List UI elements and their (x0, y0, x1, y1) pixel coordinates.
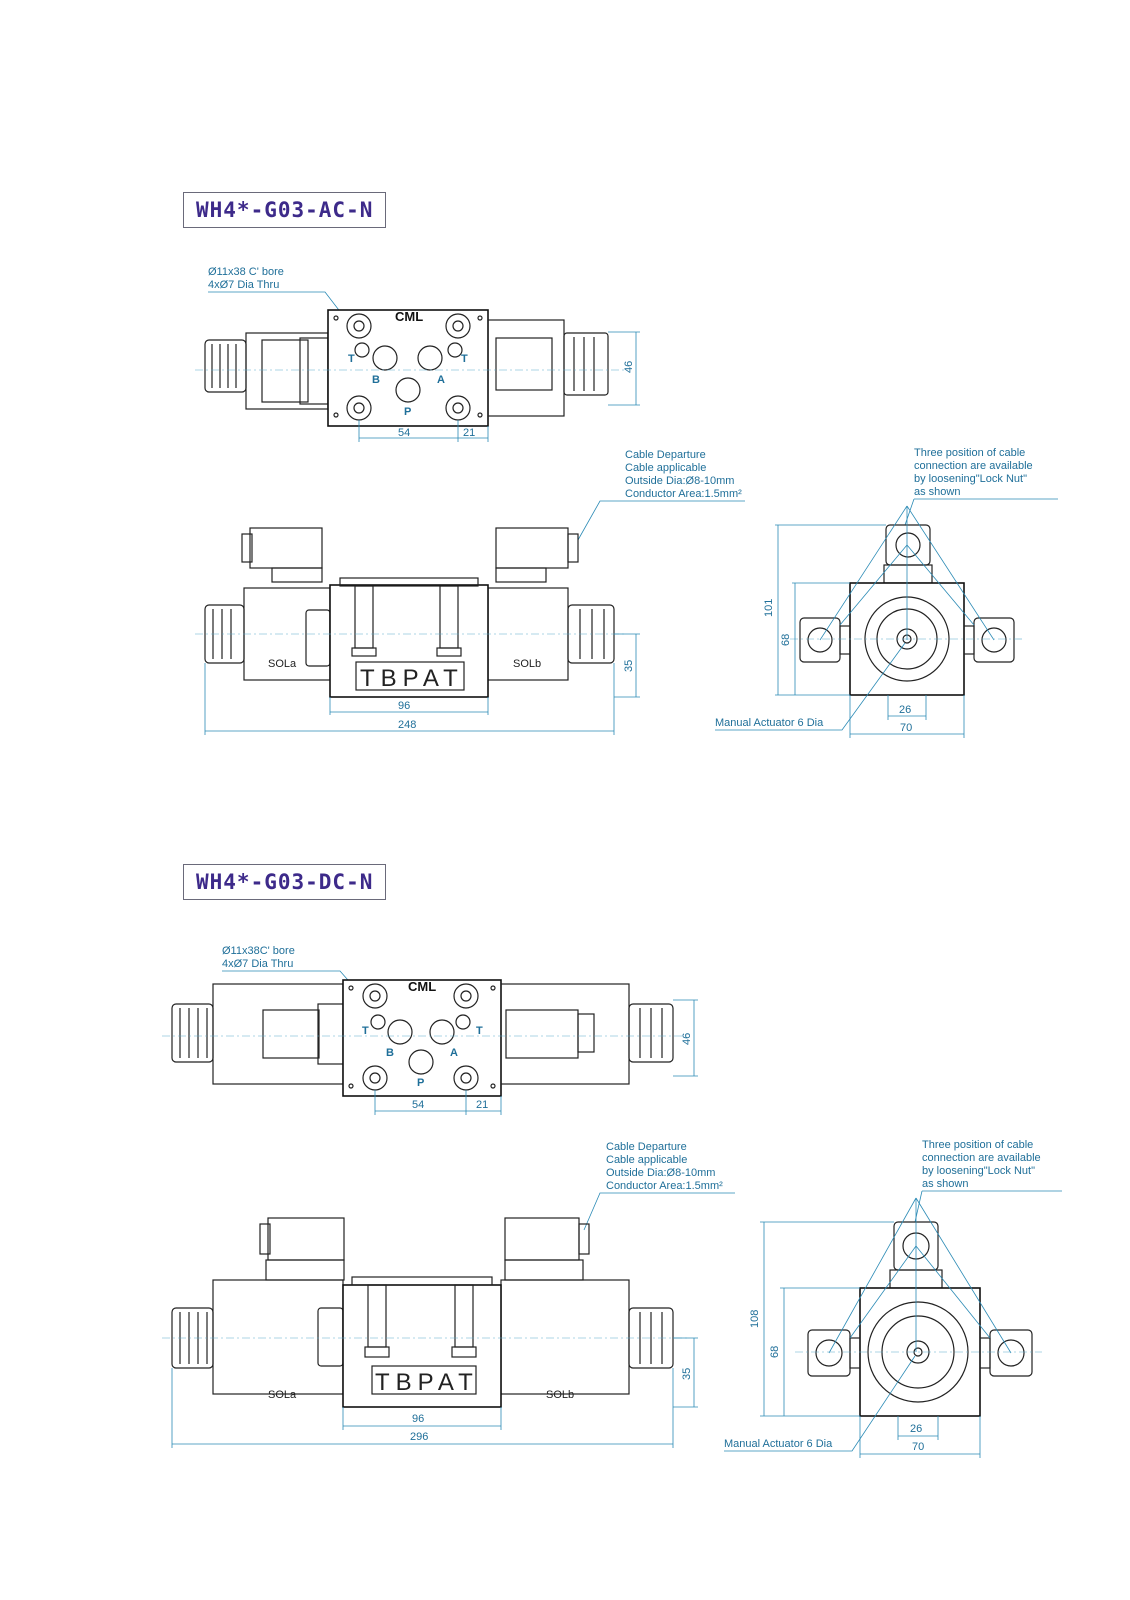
s2-port-p: P (417, 1077, 424, 1089)
s2-dim-46: 46 (681, 1033, 693, 1045)
s1-front-connector-left (249, 527, 323, 569)
s1-sol-b: SOLb (513, 658, 541, 670)
s1-dim-68: 68 (780, 634, 792, 646)
s2-cable-note-2: Cable applicable (606, 1154, 687, 1166)
s2-top-left-coil (212, 983, 344, 1085)
s1-body-letters: TBPAT (360, 665, 464, 692)
s2-cable-note-3: Outside Dia:Ø8-10mm (606, 1167, 715, 1179)
s2-lock-note-1: Three position of cable (922, 1139, 1033, 1151)
s2-bore-note-1: Ø11x38C' bore (222, 945, 295, 957)
section-1-title-box: WH4*-G03-AC-N (183, 192, 387, 228)
s1-port-b: B (372, 374, 380, 386)
s2-top-view: Ø11x38C' bore 4xØ7 Dia Thru CML T T B A … (162, 945, 698, 1115)
s1-lock-note-4: as shown (914, 486, 960, 498)
s2-port-t-left: T (362, 1025, 369, 1037)
s1-port-t-left: T (348, 353, 355, 365)
s2-top-valve-body (342, 979, 502, 1097)
s1-cable-note-4: Conductor Area:1.5mm² (625, 488, 742, 500)
s1-bore-note-1: Ø11x38 C' bore (208, 266, 284, 278)
s1-dim-248: 248 (398, 719, 416, 731)
s2-dim-54: 54 (412, 1099, 424, 1111)
s1-port-a: A (437, 374, 445, 386)
s1-lock-note-3: by loosening"Lock Nut" (914, 473, 1027, 485)
s1-port-p: P (404, 406, 411, 418)
s2-port-t-right: T (476, 1025, 483, 1037)
s2-dim-296: 296 (410, 1431, 428, 1443)
s2-dim-21: 21 (476, 1099, 488, 1111)
s2-sol-a: SOLa (268, 1389, 297, 1401)
s1-dim-96: 96 (398, 700, 410, 712)
s2-front-connector-left (267, 1217, 345, 1261)
s2-cable-note-4: Conductor Area:1.5mm² (606, 1180, 723, 1192)
s2-dim-26: 26 (910, 1423, 922, 1435)
s2-dim-70: 70 (912, 1441, 924, 1453)
s1-dim-101: 101 (763, 599, 775, 617)
s1-cable-note-1: Cable Departure (625, 449, 706, 461)
s2-top-logo: CML (408, 979, 436, 994)
s2-dim-96: 96 (412, 1413, 424, 1425)
s2-sol-b: SOLb (546, 1389, 574, 1401)
s1-top-logo: CML (395, 309, 423, 324)
s1-cable-note-3: Outside Dia:Ø8-10mm (625, 475, 734, 487)
s1-side-view: Three position of cable connection are a… (715, 447, 1058, 738)
s2-front-valve-body (342, 1284, 502, 1408)
s1-lock-note-2: connection are available (914, 460, 1033, 472)
s1-top-left-coil (245, 332, 329, 410)
s2-bore-note-2: 4xØ7 Dia Thru (222, 958, 293, 970)
s1-sol-a: SOLa (268, 658, 297, 670)
s1-cable-note-2: Cable applicable (625, 462, 706, 474)
s1-front-view: Cable Departure Cable applicable Outside… (195, 449, 745, 735)
s1-dim-70: 70 (900, 722, 912, 734)
s2-lock-note-2: connection are available (922, 1152, 1041, 1164)
s2-top-right-coil (500, 983, 630, 1085)
s2-front-coil-left (212, 1279, 344, 1395)
s2-cable-note-1: Cable Departure (606, 1141, 687, 1153)
s2-dim-35: 35 (681, 1368, 693, 1380)
s2-manual-actuator: Manual Actuator 6 Dia (724, 1438, 833, 1450)
s2-port-b: B (386, 1047, 394, 1059)
section-2-title: WH4*-G03-DC-N (196, 870, 374, 894)
s1-dim-35: 35 (623, 660, 635, 672)
s1-bore-note-2: 4xØ7 Dia Thru (208, 279, 279, 291)
s1-dim-26: 26 (899, 704, 911, 716)
s2-front-coil-right (500, 1279, 630, 1395)
s2-front-view: Cable Departure Cable applicable Outside… (162, 1141, 735, 1448)
s2-dim-68: 68 (769, 1346, 781, 1358)
s1-top-view: Ø11x38 C' bore 4xØ7 Dia Thru CML T T B A… (195, 266, 640, 442)
s1-lock-note-1: Three position of cable (914, 447, 1025, 459)
s1-manual-actuator: Manual Actuator 6 Dia (715, 717, 824, 729)
s1-port-t-right: T (461, 353, 468, 365)
s2-lock-note-4: as shown (922, 1178, 968, 1190)
s1-dim-46: 46 (623, 361, 635, 373)
section-2-title-box: WH4*-G03-DC-N (183, 864, 387, 900)
s2-lock-note-3: by loosening"Lock Nut" (922, 1165, 1035, 1177)
s1-dim-21: 21 (463, 427, 475, 439)
s2-side-view: Three position of cable connection are a… (724, 1139, 1062, 1458)
section-1-title: WH4*-G03-AC-N (196, 198, 374, 222)
s2-body-letters: TBPAT (375, 1369, 479, 1396)
s1-dim-54: 54 (398, 427, 410, 439)
s1-front-connector-right (495, 527, 569, 569)
s2-port-a: A (450, 1047, 458, 1059)
s2-dim-108: 108 (749, 1310, 761, 1328)
s2-front-connector-right (504, 1217, 580, 1261)
